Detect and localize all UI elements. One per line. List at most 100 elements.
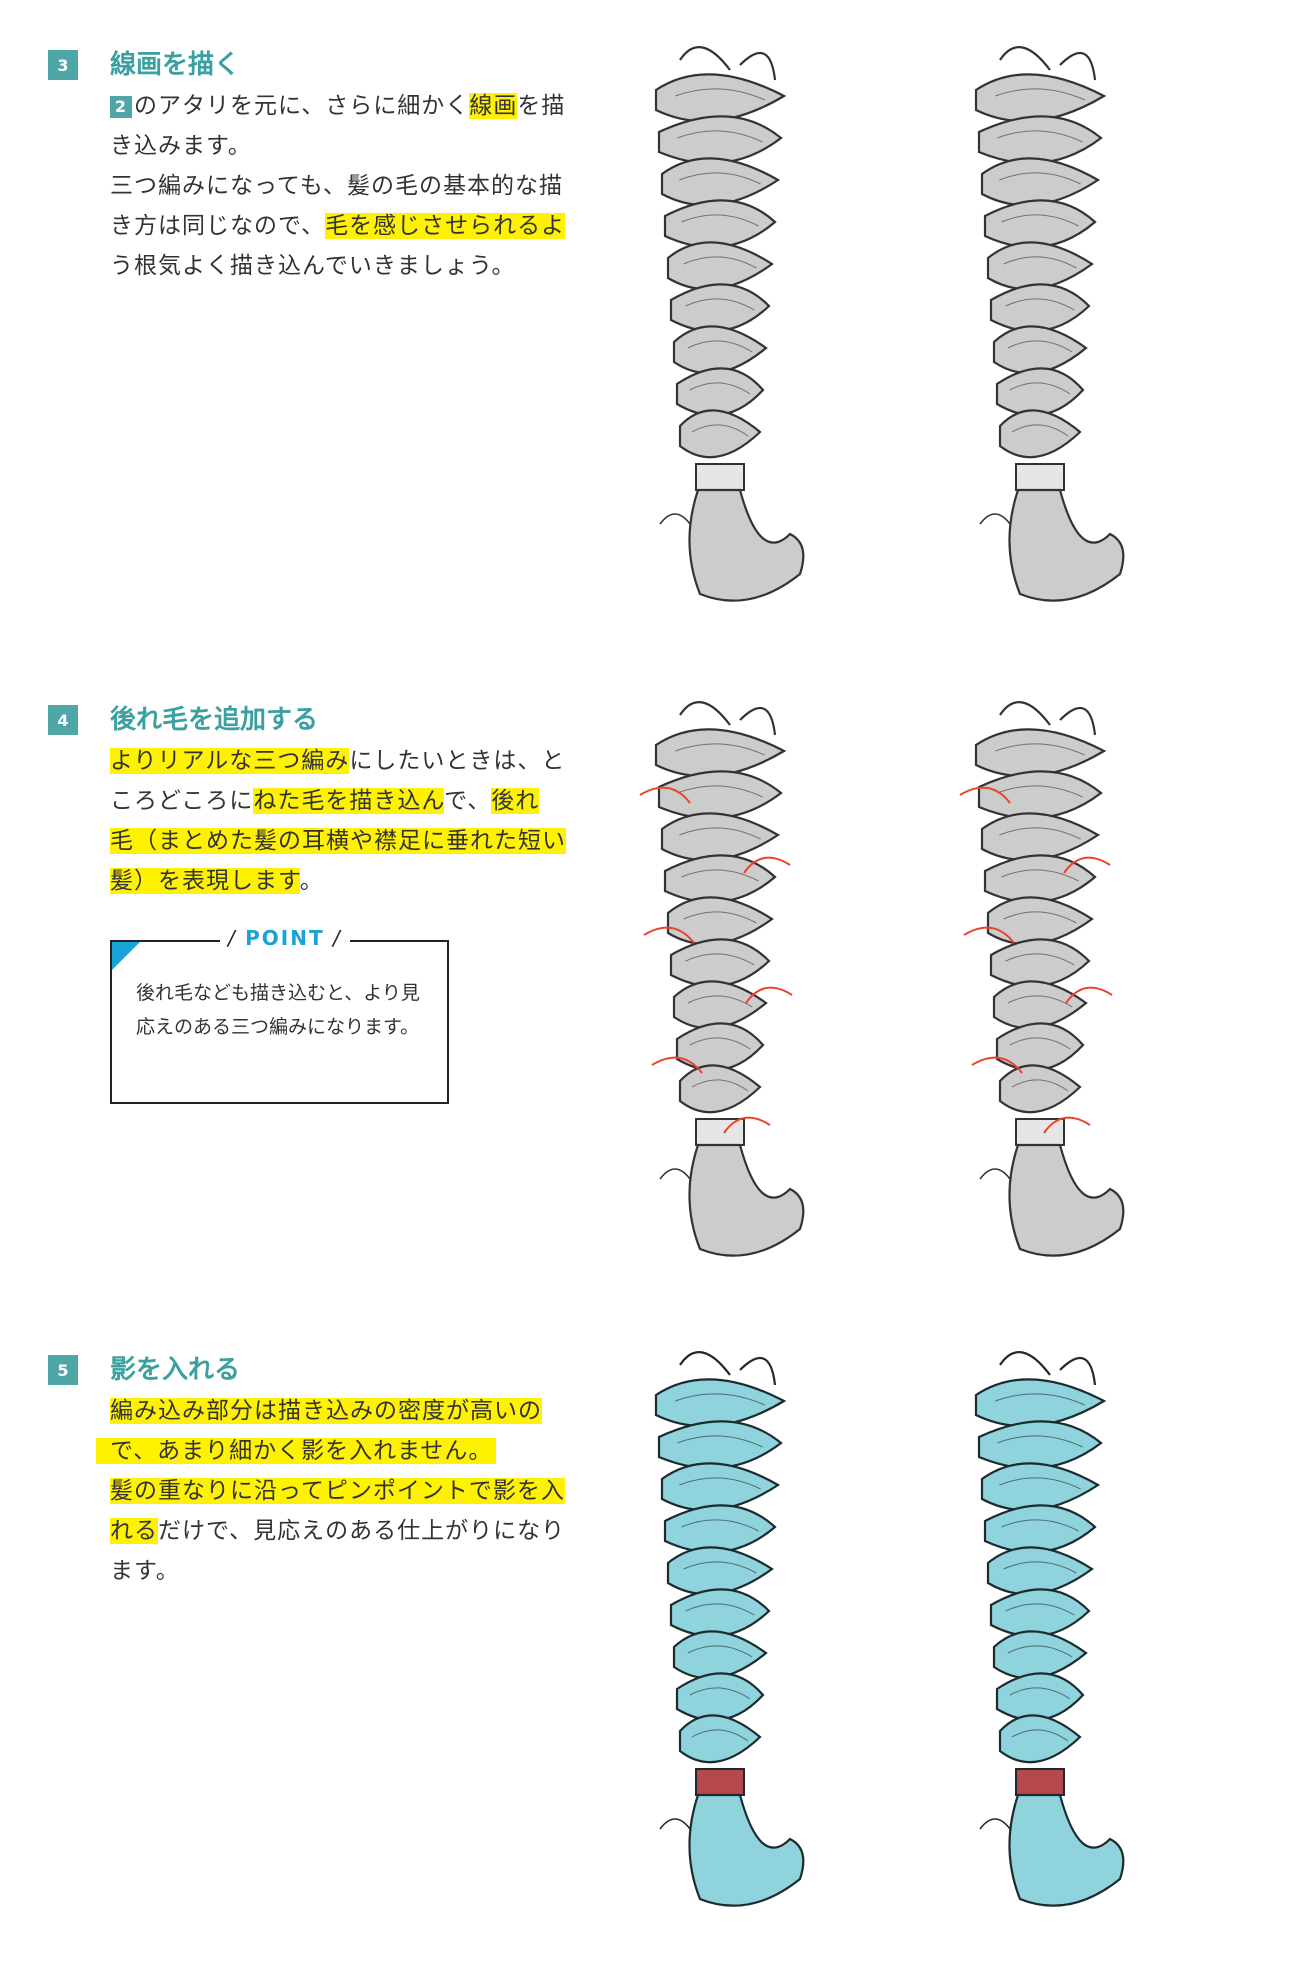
braid-lobe xyxy=(986,896,1094,946)
body-line: 編み込み部分は描き込みの密度が高いの xyxy=(110,1391,670,1431)
braid-strand-line xyxy=(1007,1645,1073,1658)
highlighted-text: 髪）を表現します xyxy=(110,868,300,894)
braid-lobe xyxy=(974,1378,1107,1428)
highlighted-text: 編み込み部分は描き込みの密度が高いの xyxy=(110,1398,542,1424)
braid-top-strands xyxy=(679,701,777,736)
stray-hair-stroke xyxy=(639,786,691,804)
braid-strand-line xyxy=(675,743,766,756)
braid-strand-line xyxy=(1003,256,1077,269)
body-line: で、あまり細かく影を入れません。 xyxy=(96,1431,670,1471)
braid-lobe xyxy=(660,812,781,862)
highlighted-text: 毛を感じさせられるよ xyxy=(325,213,566,239)
hair-tie xyxy=(1015,1118,1065,1146)
braid-tail xyxy=(1008,1793,1125,1907)
braid-strand-line xyxy=(683,256,757,269)
hair-tie xyxy=(695,1768,745,1796)
braid-strand-line xyxy=(691,1079,749,1092)
hair-tie xyxy=(1015,1768,1065,1796)
braid-lobe xyxy=(672,325,768,375)
braid-strand-line xyxy=(689,1037,751,1050)
step-number-badge: 5 xyxy=(48,1355,78,1385)
braid-lobe xyxy=(654,1378,787,1428)
braid-strays-side-illustration xyxy=(959,701,1125,1257)
step-number-badge: 3 xyxy=(48,50,78,80)
braid-shaded-side-illustration xyxy=(974,1351,1125,1907)
braid-lobe xyxy=(974,728,1107,778)
braid-strand-line xyxy=(685,298,755,311)
loose-strand xyxy=(979,513,1011,525)
braid-strand-line xyxy=(685,953,755,966)
braid-lobe xyxy=(992,1630,1088,1680)
braid-strand-line xyxy=(1007,995,1073,1008)
hair-tie xyxy=(695,463,745,491)
highlighted-text: 髪の重なりに沿ってピンポイントで影を入 xyxy=(110,1478,565,1504)
braid-strand-line xyxy=(1005,953,1075,966)
braid-lobe xyxy=(995,367,1085,417)
stray-hair-stroke xyxy=(1065,986,1113,1004)
braid-strand-line xyxy=(995,1393,1086,1406)
highlighted-text: 毛（まとめた髪の耳横や襟足に垂れた短い xyxy=(110,828,566,854)
stray-hair-stroke xyxy=(723,1116,771,1134)
braid-tail xyxy=(688,1143,805,1257)
braid-strand-line xyxy=(689,382,751,395)
braid-lobe xyxy=(995,1672,1085,1722)
braid-lobe xyxy=(977,115,1103,165)
braid-lobe xyxy=(663,199,777,249)
braid-strand-line xyxy=(999,172,1081,185)
braid-lobe xyxy=(980,157,1101,207)
braid-lobe xyxy=(675,367,765,417)
point-text: 後れ毛なども描き込むと、より見応えのある三つ編みになります。 xyxy=(136,982,420,1038)
braid-lobe xyxy=(672,980,768,1030)
stray-hair-stroke xyxy=(743,856,791,874)
step-reference-badge: 2 xyxy=(110,96,132,118)
braid-strand-line xyxy=(687,1645,753,1658)
body-line: よりリアルな三つ編みにしたいときは、と xyxy=(110,748,566,774)
braid-strand-line xyxy=(683,1561,757,1574)
braid-strand-line xyxy=(687,340,753,353)
braid-strand-line xyxy=(999,1477,1081,1490)
braid-strand-line xyxy=(675,88,766,101)
loose-strand xyxy=(659,513,691,525)
step-number-badge: 4 xyxy=(48,705,78,735)
step-title: 線画を描く xyxy=(110,50,241,80)
body-line: ます。 xyxy=(110,1558,180,1584)
braid-lobe xyxy=(666,241,774,291)
braid-strand-line xyxy=(997,130,1083,143)
braid-strand-line xyxy=(997,785,1083,798)
braid-shaded-front-illustration xyxy=(654,1351,805,1907)
braid-strand-line xyxy=(1001,1519,1079,1532)
braid-lobe xyxy=(986,241,1094,291)
braid-strand-line xyxy=(677,1435,763,1448)
highlighted-text: れる xyxy=(110,1518,158,1544)
braid-lobe xyxy=(678,1714,762,1764)
body-line: れるだけで、見応えのある仕上がりになり xyxy=(110,1518,566,1544)
braid-strand-line xyxy=(1009,1037,1071,1050)
braid-strand-line xyxy=(1005,1603,1075,1616)
braid-strand-line xyxy=(685,1603,755,1616)
braid-strand-line xyxy=(1005,298,1075,311)
braid-strand-line xyxy=(677,785,763,798)
point-corner-marker xyxy=(112,942,140,970)
body-line: う根気よく描き込んでいきましょう。 xyxy=(110,253,516,279)
braid-lobe xyxy=(678,1064,762,1114)
braid-strand-line xyxy=(995,88,1086,101)
body-line: き方は同じなので、毛を感じさせられるよ xyxy=(110,213,566,239)
braid-top-strands xyxy=(999,1351,1097,1386)
braid-strand-line xyxy=(1007,340,1073,353)
braid-strand-line xyxy=(683,911,757,924)
hair-tie xyxy=(695,1118,745,1146)
highlighted-text: で、あまり細かく影を入れません。 xyxy=(96,1438,497,1464)
loose-strand xyxy=(979,1818,1011,1830)
braid-strand-line xyxy=(679,827,761,840)
body-line: 三つ編みになっても、髪の毛の基本的な描 xyxy=(110,173,564,199)
stray-hair-stroke xyxy=(963,926,1015,944)
braid-lobe xyxy=(675,1672,765,1722)
braid-lobe xyxy=(672,1630,768,1680)
point-heading: / POINT / xyxy=(220,926,350,950)
braid-lobe xyxy=(663,854,777,904)
braid-lobe xyxy=(992,325,1088,375)
braid-strand-line xyxy=(679,1477,761,1490)
braid-lobe xyxy=(663,1504,777,1554)
braid-lobe xyxy=(977,1420,1103,1470)
